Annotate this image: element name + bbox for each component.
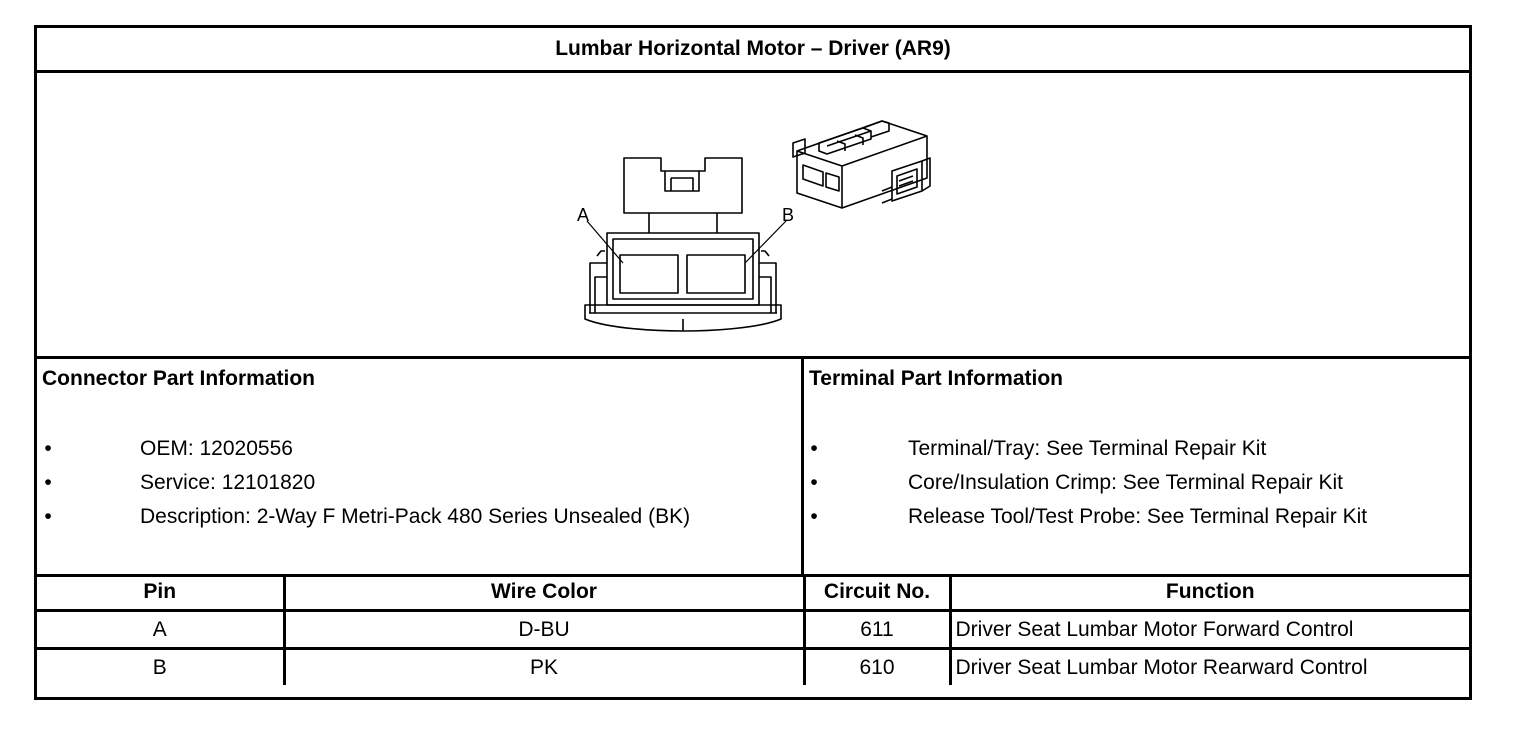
connector-info-oem: OEM: 12020556 (140, 437, 293, 460)
pin-label-a: A (577, 205, 589, 225)
connector-part-info: Connector Part Information • OEM: 1202055… (37, 359, 804, 574)
bullet-icon: • (44, 471, 52, 494)
cell-circuit-no: 610 (802, 647, 952, 685)
header-circuit-no: Circuit No. (802, 574, 952, 612)
connector-info-service: Service: 12101820 (140, 471, 316, 494)
connector-isometric-view-icon (792, 120, 931, 209)
cell-wire-color: D-BU (282, 609, 806, 650)
connector-part-info-heading: Connector Part Information (42, 367, 316, 390)
connector-illustration: A B (37, 73, 1469, 359)
pin-label-b: B (782, 205, 794, 225)
terminal-info-release-tool: Release Tool/Test Probe: See Terminal Re… (908, 505, 1368, 528)
cell-circuit-no: 611 (802, 609, 952, 650)
pin-table: Pin Wire Color Circuit No. Function A D-… (37, 574, 1469, 685)
bullet-icon: • (44, 505, 52, 528)
header-pin: Pin (37, 574, 286, 612)
cell-function: Driver Seat Lumbar Motor Forward Control (948, 609, 1469, 650)
cell-pin: A (37, 609, 286, 650)
connector-info-description: Description: 2-Way F Metri-Pack 480 Seri… (140, 505, 691, 528)
cell-wire-color: PK (282, 647, 806, 685)
header-function: Function (948, 574, 1469, 612)
part-information: Connector Part Information • OEM: 1202055… (37, 359, 1469, 577)
bullet-icon: • (810, 471, 818, 494)
pin-table-header: Pin Wire Color Circuit No. Function (37, 574, 1469, 612)
terminal-info-crimp: Core/Insulation Crimp: See Terminal Repa… (908, 471, 1343, 494)
table-row: A D-BU 611 Driver Seat Lumbar Motor Forw… (37, 609, 1469, 650)
connector-front-view-icon (584, 157, 787, 332)
sheet-title: Lumbar Horizontal Motor – Driver (AR9) (37, 28, 1469, 73)
bullet-icon: • (44, 437, 52, 460)
table-row: B PK 610 Driver Seat Lumbar Motor Rearwa… (37, 647, 1469, 685)
terminal-part-info: Terminal Part Information • Terminal/Tray… (804, 359, 1469, 574)
cell-function: Driver Seat Lumbar Motor Rearward Contro… (948, 647, 1469, 685)
header-wire-color: Wire Color (282, 574, 806, 612)
bullet-icon: • (810, 505, 818, 528)
bullet-icon: • (810, 437, 818, 460)
connector-sheet: Lumbar Horizontal Motor – Driver (AR9) (34, 25, 1472, 700)
cell-pin: B (37, 647, 286, 685)
terminal-info-terminal-tray: Terminal/Tray: See Terminal Repair Kit (908, 437, 1267, 460)
terminal-part-info-heading: Terminal Part Information (809, 367, 1063, 390)
